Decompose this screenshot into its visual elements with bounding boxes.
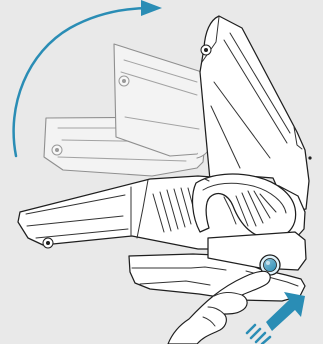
curved-arrow-icon [141,0,162,16]
ghost-vacuum-position-2 [114,44,210,156]
